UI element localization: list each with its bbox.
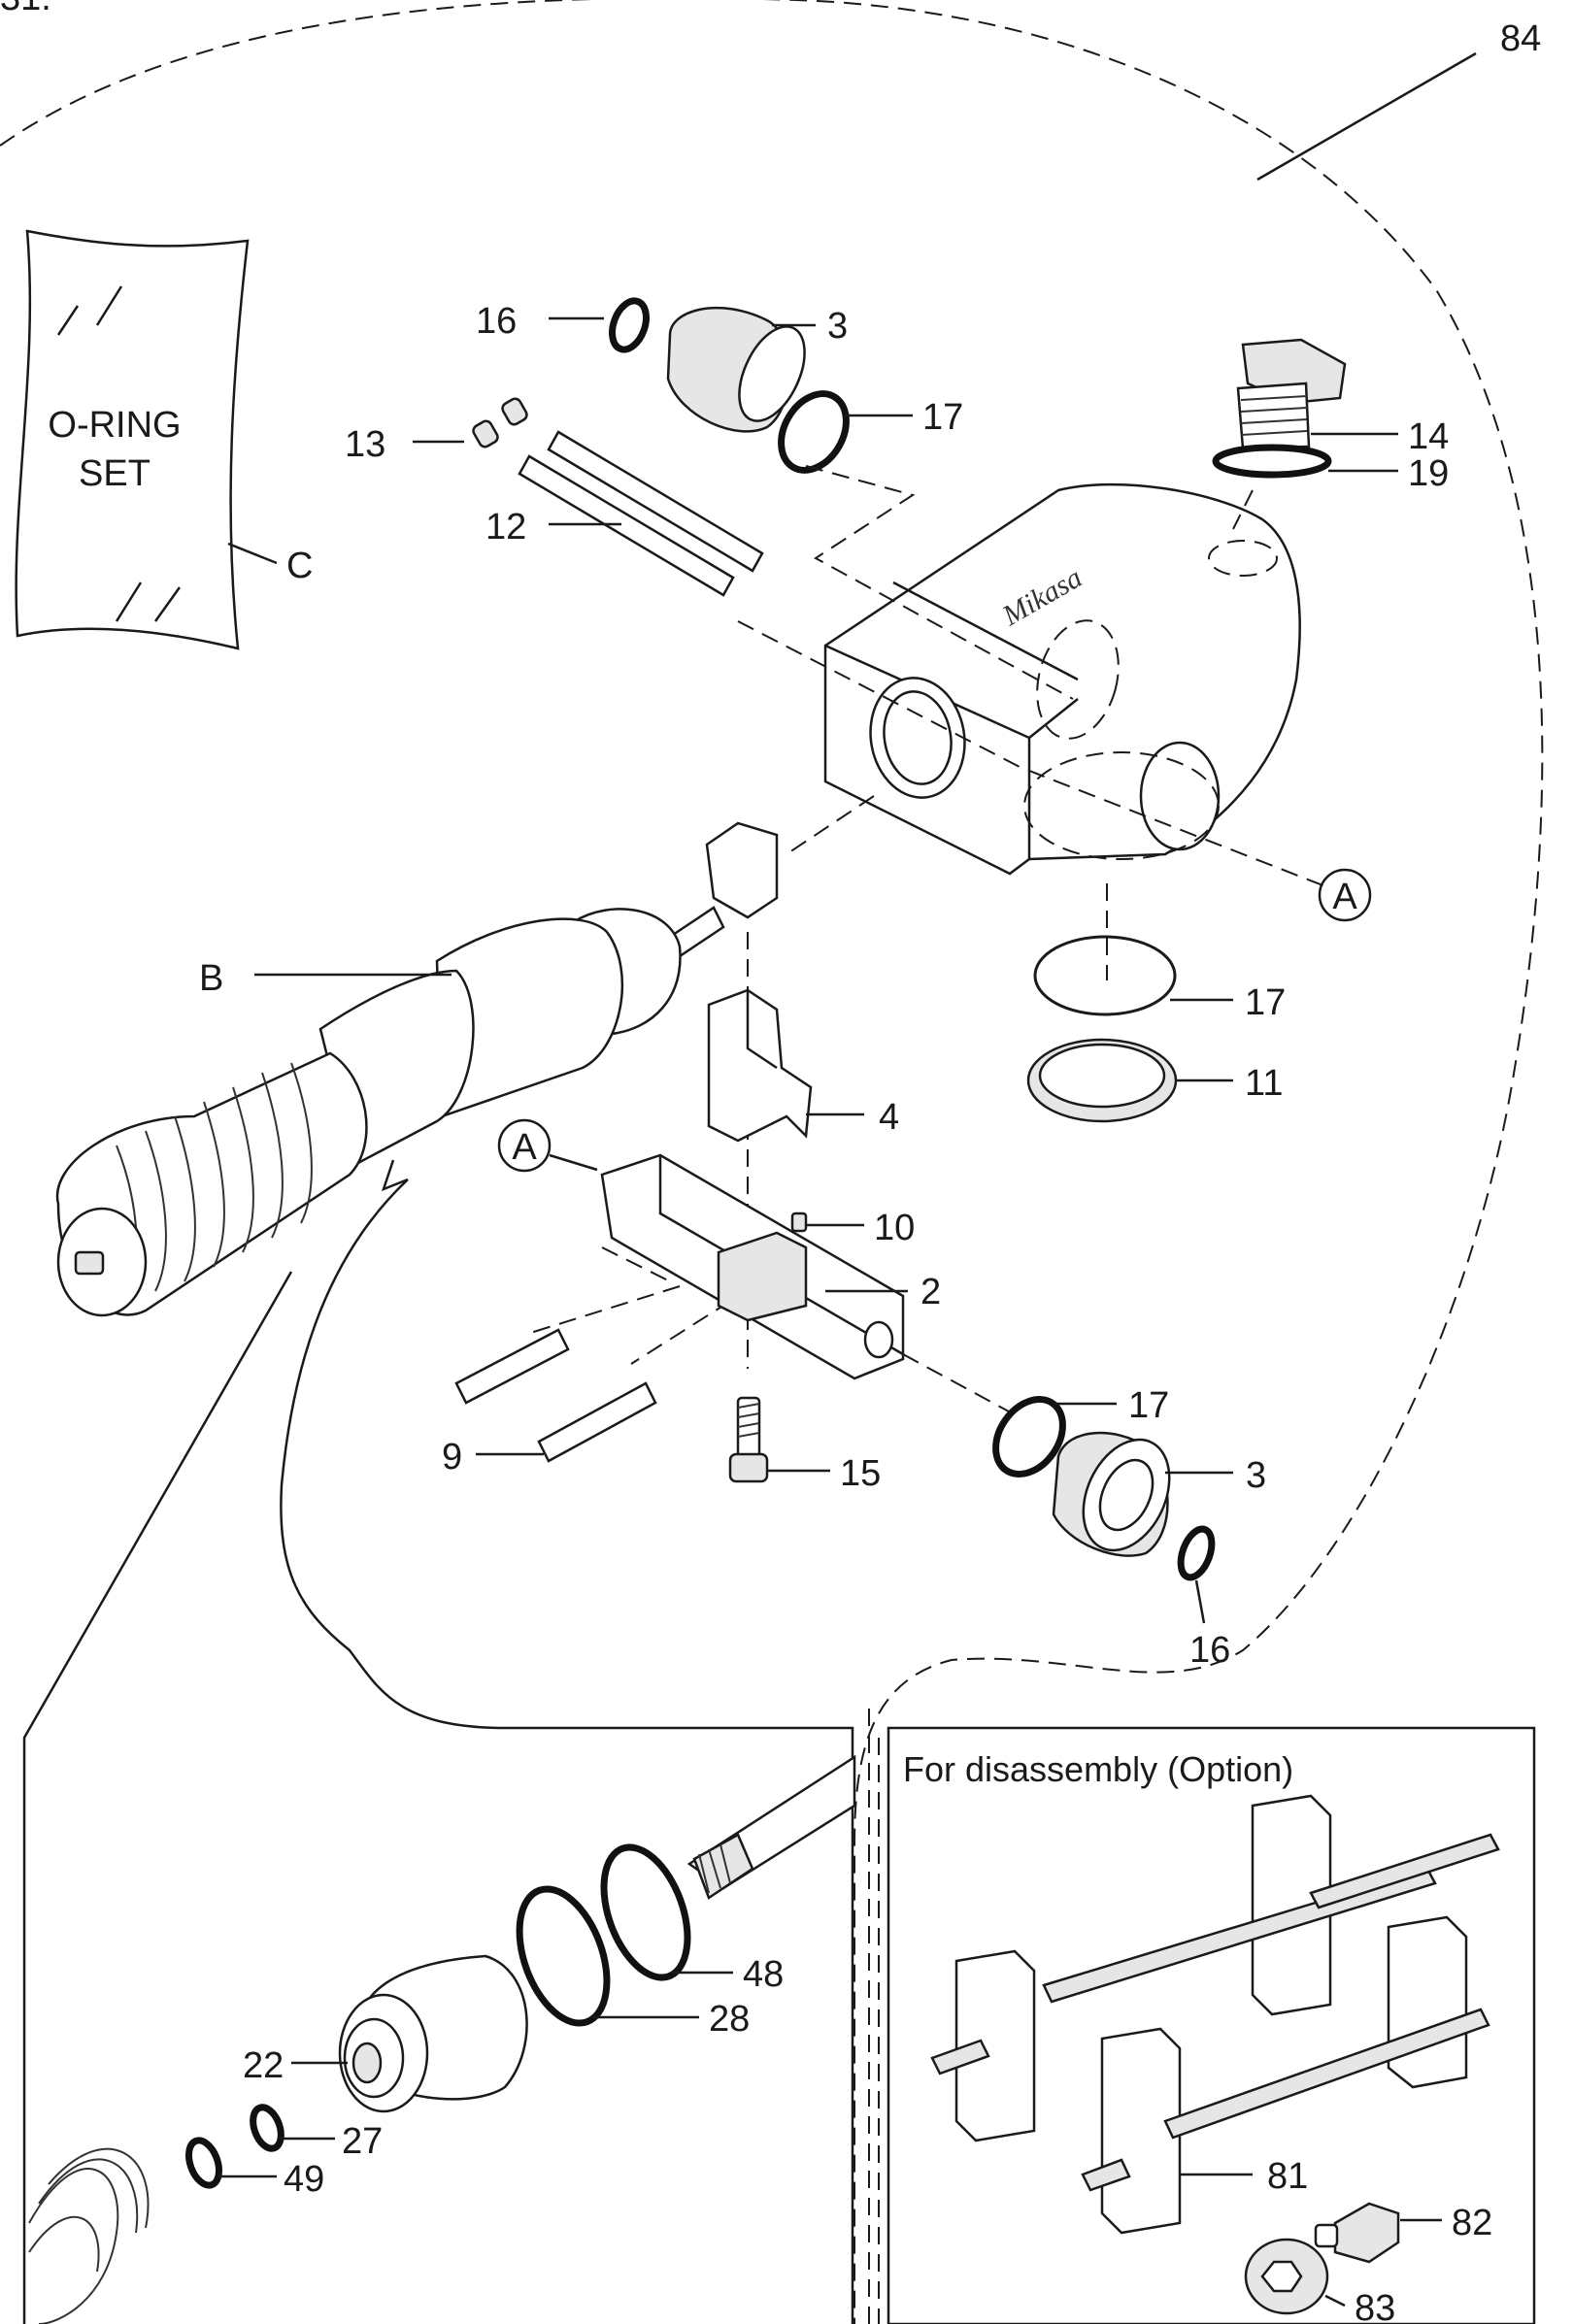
callout-11: 11 bbox=[1245, 1063, 1283, 1104]
callout-28: 28 bbox=[709, 1999, 750, 2040]
callout-3-top: 3 bbox=[827, 306, 848, 347]
callout-14: 14 bbox=[1408, 416, 1449, 457]
part-3-bushing-top: 3 bbox=[666, 306, 848, 433]
callout-c: C bbox=[286, 546, 313, 586]
callout-a-left: A bbox=[512, 1127, 537, 1168]
callout-17-lower: 17 bbox=[1128, 1385, 1169, 1426]
callout-15: 15 bbox=[840, 1453, 881, 1494]
part-3-bushing-lower: 3 bbox=[1052, 1431, 1266, 1557]
part-17-oring-lower: 17 bbox=[992, 1385, 1169, 1477]
part-11-seal: 11 bbox=[1026, 1038, 1283, 1123]
part-17-oring-top: 17 bbox=[778, 390, 963, 474]
callout-48: 48 bbox=[743, 1954, 784, 1995]
callout-22: 22 bbox=[243, 2045, 284, 2086]
part-4-fork: 4 bbox=[707, 988, 899, 1143]
callout-2: 2 bbox=[920, 1272, 941, 1312]
callout-84: 84 bbox=[1500, 18, 1541, 59]
callout-9: 9 bbox=[442, 1437, 462, 1477]
part-9-pins: 9 bbox=[442, 1328, 657, 1477]
part-14-plug: 14 bbox=[1236, 338, 1449, 457]
callout-27: 27 bbox=[342, 2121, 383, 2162]
part-19-oring: 19 bbox=[1212, 444, 1449, 494]
ref-a-right: A bbox=[1318, 868, 1372, 922]
part-16-oring-top: 16 bbox=[476, 297, 650, 353]
callout-82: 82 bbox=[1452, 2203, 1492, 2243]
part-13-set-screws: 13 bbox=[345, 397, 528, 465]
callout-a-right: A bbox=[1332, 877, 1357, 917]
ref-a-left: A bbox=[497, 1118, 598, 1173]
detail-inset: 48 28 22 27 49 bbox=[22, 1179, 856, 2324]
part-15-bolt: 15 bbox=[728, 1396, 881, 1494]
option-box-title: For disassembly (Option) bbox=[903, 1749, 1293, 1789]
callout-19: 19 bbox=[1408, 453, 1449, 494]
header-fragment: 31. bbox=[0, 0, 51, 18]
part-16-oring-lower: 16 bbox=[1177, 1525, 1230, 1671]
callout-49: 49 bbox=[284, 2159, 324, 2200]
callout-17-top: 17 bbox=[922, 397, 963, 438]
callout-16-lower: 16 bbox=[1189, 1630, 1230, 1671]
option-box: For disassembly (Option) 81 82 83 bbox=[887, 1726, 1536, 2324]
oring-set-line2: SET bbox=[79, 453, 151, 494]
cylinder-housing: Mikasa bbox=[823, 482, 1301, 876]
part-12-pins: 12 bbox=[485, 430, 764, 597]
part-17-oring-middle: 17 bbox=[1033, 935, 1286, 1023]
callout-16-top: 16 bbox=[476, 301, 517, 342]
callout-13: 13 bbox=[345, 424, 385, 465]
callout-17-middle: 17 bbox=[1245, 982, 1286, 1023]
callout-10: 10 bbox=[874, 1208, 915, 1248]
oring-set-bag: O-RING SET C bbox=[15, 229, 313, 650]
part-2-shaft: 2 bbox=[600, 1153, 941, 1380]
callout-12: 12 bbox=[485, 507, 526, 548]
callout-3-lower: 3 bbox=[1246, 1455, 1266, 1496]
callout-83: 83 bbox=[1355, 2288, 1395, 2324]
callout-b: B bbox=[199, 958, 223, 999]
part-b-piston-assembly: B bbox=[55, 821, 779, 1317]
oring-set-line1: O-RING bbox=[48, 405, 181, 446]
callout-81: 81 bbox=[1267, 2156, 1308, 2197]
callout-4: 4 bbox=[879, 1097, 899, 1138]
